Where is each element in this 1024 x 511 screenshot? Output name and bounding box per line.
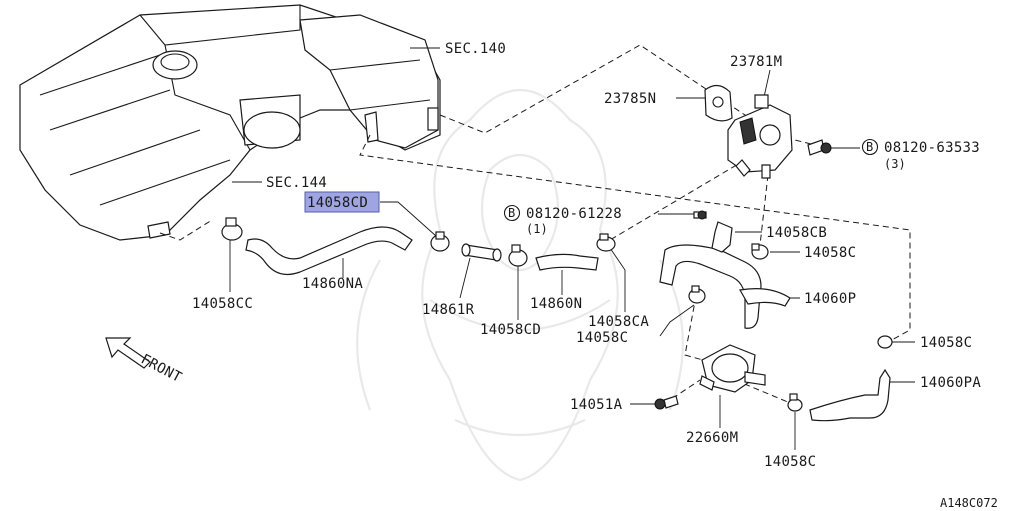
front-arrow <box>105 337 151 369</box>
intake-manifold-assembly <box>19 4 441 241</box>
label-23781M[interactable]: 23781M <box>730 54 782 70</box>
label-14060P[interactable]: 14060P <box>804 291 856 307</box>
part-labels: SEC.140 SEC.144 23781M 23785N B 08120-63… <box>138 41 998 510</box>
bolts <box>654 139 832 410</box>
label-14058C-bottom[interactable]: 14058C <box>764 454 816 470</box>
clamp-14058CC <box>221 217 243 241</box>
label-08120-63533[interactable]: 08120-63533 <box>884 140 980 156</box>
hoses <box>245 226 891 422</box>
label-14861R[interactable]: 14861R <box>422 302 475 318</box>
label-14058C-left[interactable]: 14058C <box>576 330 628 346</box>
label-14051A[interactable]: 14051A <box>570 397 623 413</box>
valve-assembly-23781M <box>704 84 793 179</box>
clip-14058CB <box>711 221 733 253</box>
label-14058CD-lower[interactable]: 14058CD <box>480 322 541 338</box>
label-08120-61228[interactable]: 08120-61228 <box>526 206 622 222</box>
clamp-14058C-left <box>688 285 706 304</box>
label-sec140[interactable]: SEC.140 <box>445 41 506 57</box>
hose-14860NA <box>245 226 413 275</box>
bolt-circle-b-2 <box>503 204 521 222</box>
bolt-circle-b-1 <box>861 138 879 156</box>
label-08120-63533-qty: (3) <box>884 157 906 171</box>
label-08120-61228-qty: (1) <box>526 222 548 236</box>
label-14058CB[interactable]: 14058CB <box>766 225 827 241</box>
label-14860NA[interactable]: 14860NA <box>302 276 363 292</box>
label-14060PA[interactable]: 14060PA <box>920 375 981 391</box>
bolt-14051A <box>654 395 679 410</box>
label-14058CD-highlighted[interactable]: 14058CD <box>307 195 368 211</box>
label-front: FRONT <box>138 351 184 386</box>
clamp-14058CD-bottom <box>508 244 528 267</box>
bolt-08120-63533 <box>807 139 832 156</box>
label-14058CC[interactable]: 14058CC <box>192 296 253 312</box>
hose-14060P <box>659 244 762 329</box>
label-14058CA[interactable]: 14058CA <box>588 314 649 330</box>
label-bolt-b-circle-2: B <box>508 206 515 220</box>
highlight-box-14058CD <box>304 191 380 213</box>
label-sec144[interactable]: SEC.144 <box>266 175 327 191</box>
clamp-14058CA <box>596 233 616 252</box>
label-14058C-right[interactable]: 14058C <box>920 335 972 351</box>
diagram-code: A148C072 <box>940 496 998 510</box>
hose-14860N <box>535 253 599 271</box>
valve-22660M <box>699 344 766 393</box>
label-23785N[interactable]: 23785N <box>604 91 656 107</box>
pipe-14060PA <box>809 368 891 422</box>
clamp-14058C-bottom <box>787 393 803 412</box>
label-14860N[interactable]: 14860N <box>530 296 582 312</box>
bolt-08120-61228 <box>693 210 707 220</box>
label-bolt-b-circle-1: B <box>866 140 873 154</box>
clamp-14058C-upper <box>751 243 769 260</box>
label-22660M[interactable]: 22660M <box>686 430 738 446</box>
clamp-14058C-right <box>877 335 893 349</box>
label-14058C-upper[interactable]: 14058C <box>804 245 856 261</box>
clamp-14058CD-top <box>430 231 450 252</box>
hose-clamps <box>221 217 893 412</box>
